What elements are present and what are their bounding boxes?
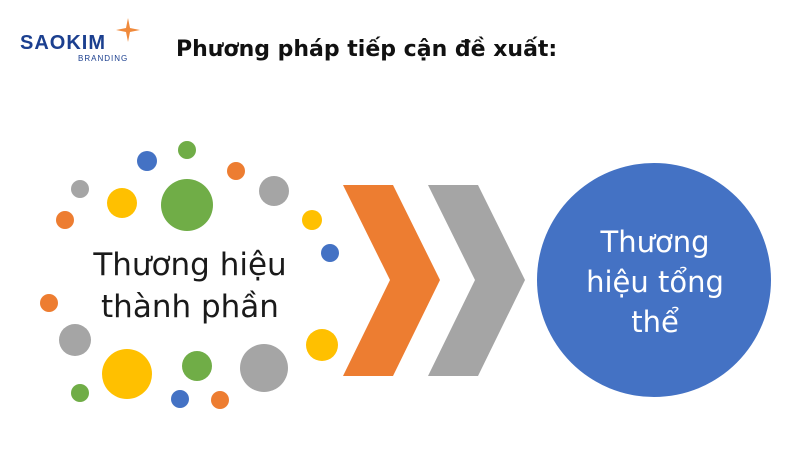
blue-dot	[171, 390, 189, 408]
sparkle-star-icon	[116, 18, 140, 42]
page-title: Phương pháp tiếp cận đề xuất:	[176, 37, 558, 62]
blue-dot	[321, 244, 339, 262]
green-dot	[71, 384, 89, 402]
component-brands-label: Thương hiệu thành phần	[55, 244, 325, 328]
logo-subtitle: BRANDING	[78, 54, 129, 63]
gray-chevron-icon	[428, 185, 525, 376]
gray-dot	[59, 324, 91, 356]
overall-brand-circle	[537, 163, 771, 397]
green-dot	[161, 179, 213, 231]
orange-chevron-icon	[343, 185, 440, 376]
logo-wordmark: SAOKIM	[20, 32, 106, 54]
gray-dot	[71, 180, 89, 198]
overall-brand-line-2: hiệu tổng	[586, 265, 724, 299]
yellow-dot	[302, 210, 322, 230]
green-dot	[182, 351, 212, 381]
orange-dot	[211, 391, 229, 409]
component-brands-line-1: Thương hiệu	[93, 247, 287, 283]
overall-brand-label: Thương hiệu tổng thể	[548, 222, 762, 342]
gray-dot	[259, 176, 289, 206]
yellow-dot	[107, 188, 137, 218]
orange-dot	[40, 294, 58, 312]
saokim-logo: SAOKIM BRANDING	[20, 18, 150, 68]
yellow-dot	[102, 349, 152, 399]
green-dot	[178, 141, 196, 159]
yellow-dot	[306, 329, 338, 361]
blue-dot	[137, 151, 157, 171]
gray-dot	[240, 344, 288, 392]
overall-brand-line-1: Thương	[600, 225, 710, 259]
overall-brand-line-3: thể	[631, 305, 679, 339]
orange-dot	[56, 211, 74, 229]
component-brands-line-2: thành phần	[101, 289, 279, 325]
orange-dot	[227, 162, 245, 180]
